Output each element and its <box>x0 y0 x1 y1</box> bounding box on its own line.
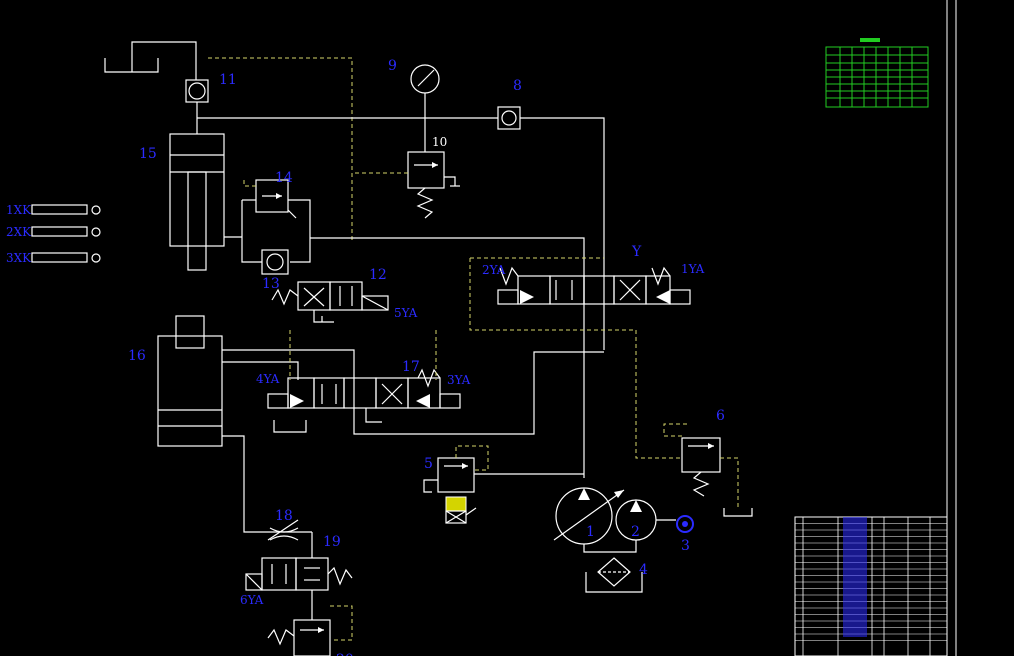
solenoid-action-table <box>825 38 929 108</box>
label-12: 12 <box>369 267 387 283</box>
component-y-directional-valve <box>469 257 691 459</box>
solenoid-3ya-label: 3YA <box>447 373 471 387</box>
label-18: 18 <box>275 508 293 524</box>
component-14-valve <box>241 178 311 263</box>
label-11: 11 <box>219 72 237 88</box>
component-18-throttle <box>267 519 313 558</box>
component-6-relief-valve <box>663 423 753 517</box>
label-10: 10 <box>432 135 447 149</box>
component-9-gauge <box>410 64 440 118</box>
component-4-filter-tank <box>583 540 643 593</box>
component-12-directional-valve <box>271 281 389 323</box>
label-15: 15 <box>139 146 157 162</box>
label-1: 1 <box>586 524 595 540</box>
switch-1xk-label: 1XK <box>6 203 32 217</box>
component-3-motor <box>676 515 694 533</box>
switch-3xk-label: 3XK <box>6 251 32 265</box>
solenoid-5ya-label: 5YA <box>394 306 418 320</box>
solenoid-4ya-label: 4YA <box>256 372 280 386</box>
label-5: 5 <box>424 456 433 472</box>
component-17-directional-valve <box>267 330 461 433</box>
label-16: 16 <box>128 348 146 364</box>
label-14: 14 <box>275 170 293 186</box>
label-6: 6 <box>716 408 725 424</box>
component-10-pressure-switch <box>352 118 460 219</box>
component-19-valve <box>245 557 353 620</box>
switch-2xk-label: 2XK <box>6 225 32 239</box>
cylinder-15 <box>169 133 242 271</box>
label-8: 8 <box>513 78 522 94</box>
label-17: 17 <box>402 359 420 375</box>
label-4: 4 <box>639 562 648 578</box>
component-8-check-valve <box>497 106 521 130</box>
cylinder-16 <box>157 315 604 533</box>
solenoid-2ya-label: 2YA <box>482 263 506 277</box>
limit-switches: 1XK 2XK 3XK <box>6 203 101 265</box>
solenoid-6ya-label: 6YA <box>240 593 264 607</box>
label-20: 20 <box>336 652 354 656</box>
label-19: 19 <box>323 534 341 550</box>
line-mid <box>310 237 585 478</box>
label-2: 2 <box>631 524 640 540</box>
label-13: 13 <box>262 276 280 292</box>
parts-list-table <box>794 516 948 656</box>
label-y: Y <box>631 244 642 260</box>
component-5-relief-valve <box>423 445 584 524</box>
component-13-check-valve <box>261 249 289 275</box>
label-3: 3 <box>681 538 690 554</box>
pressure-line-right <box>520 117 605 350</box>
component-2-pump <box>615 499 676 541</box>
component-20-valve <box>267 605 353 656</box>
solenoid-1ya-label: 1YA <box>681 262 705 276</box>
label-9: 9 <box>388 58 397 74</box>
